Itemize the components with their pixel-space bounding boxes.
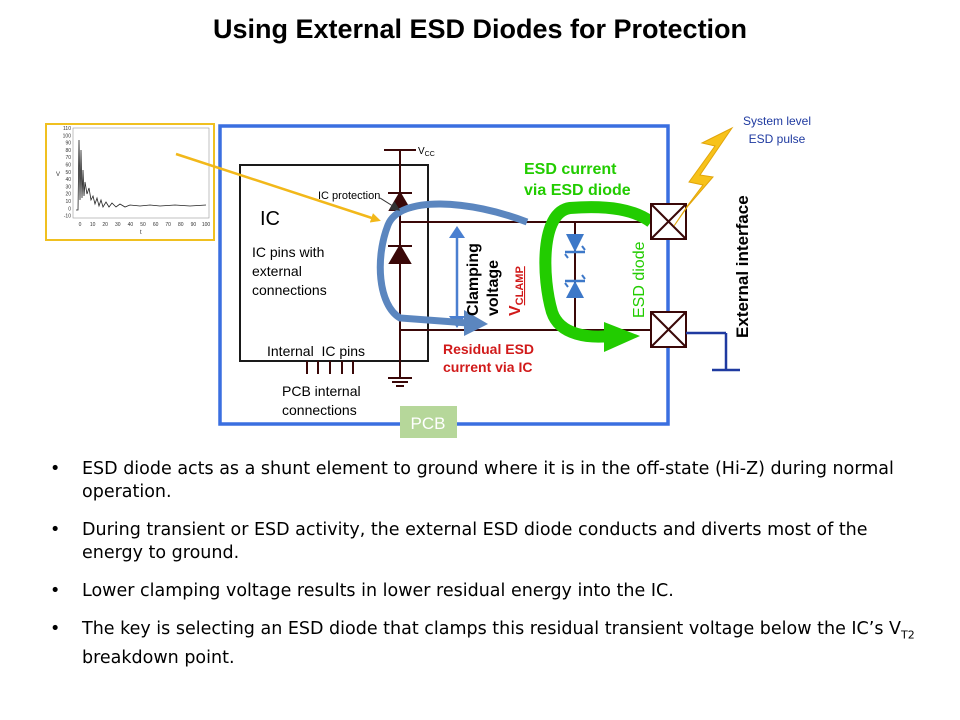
x-tick: 50	[140, 222, 146, 228]
x-tick: 60	[153, 222, 159, 228]
ic-pins-label-1: IC pins with	[252, 244, 324, 260]
y-tick: 20	[65, 192, 71, 198]
scope-inset: 110 100 90 80 70 60 50 40 30 20 10 0 -10…	[45, 123, 215, 241]
vclamp-subscript: CLAMP	[514, 266, 526, 305]
esd-current-green-arrow	[539, 201, 655, 343]
y-tick: 60	[65, 163, 71, 169]
bullet-text: During transient or ESD activity, the ex…	[82, 520, 868, 563]
lightning-bolt-icon	[673, 126, 734, 227]
bullet-item: • Lower clamping voltage results in lower…	[48, 580, 928, 603]
clamping-label-1: Clamping	[465, 243, 482, 316]
y-tick: 80	[65, 148, 71, 154]
bullet-dot-icon: •	[50, 520, 61, 540]
clamping-label-2: voltage	[485, 260, 502, 316]
esd-diode-label: ESD diode	[631, 241, 648, 318]
ic-protection-label: IC protection	[318, 190, 380, 202]
svg-text:VCLAMP: VCLAMP	[507, 266, 526, 316]
esd-current-arrow-head	[604, 322, 640, 352]
clamping-voltage-arrow	[449, 226, 465, 328]
y-tick: 100	[63, 133, 72, 139]
scope-x-label: t	[140, 230, 142, 236]
vcc-label: V	[418, 146, 425, 157]
y-tick: 10	[65, 199, 71, 205]
esd-current-label-1: ESD current	[524, 161, 617, 178]
bullet-text-pre: The key is selecting an ESD diode that c…	[82, 619, 901, 639]
residual-arrow-head	[464, 310, 488, 336]
bullet-text: ESD diode acts as a shunt element to gro…	[82, 459, 894, 502]
x-tick: 90	[191, 222, 197, 228]
bullet-list: • ESD diode acts as a shunt element to gr…	[48, 458, 928, 685]
y-tick: 30	[65, 184, 71, 190]
y-tick: 110	[63, 126, 71, 132]
residual-current-label-2: current via IC	[443, 359, 532, 375]
pcb-tag-label: PCB	[411, 414, 446, 433]
ic-pins-label-2: external	[252, 263, 302, 279]
x-tick: 20	[102, 222, 108, 228]
scope-pointer-arrow	[175, 152, 381, 223]
esd-pulse-label-1: System level	[743, 114, 811, 128]
ground-symbol	[388, 377, 412, 387]
ic-protection-pointer	[379, 197, 401, 211]
residual-current-loop-arrow	[376, 200, 529, 327]
ic-pins-label-3: connections	[252, 282, 327, 298]
pcb-tag-box	[400, 406, 457, 438]
bullet-item: • During transient or ESD activity, the e…	[48, 519, 928, 565]
residual-current-label-1: Residual ESD	[443, 341, 534, 357]
esd-current-label-2: via ESD diode	[524, 182, 631, 199]
vt2-subscript: T2	[901, 628, 915, 642]
scope-waveform	[76, 139, 207, 211]
external-ground	[686, 331, 740, 372]
y-tick: 0	[68, 206, 71, 212]
esd-pulse-label-2: ESD pulse	[749, 132, 806, 146]
x-tick: 0	[79, 222, 82, 228]
bullet-dot-icon: •	[50, 581, 61, 601]
esd-tvs-diode	[564, 234, 586, 298]
vclamp-label: V	[507, 305, 524, 316]
bullet-text: Lower clamping voltage results in lower …	[82, 581, 674, 601]
connector-pad-bottom	[650, 311, 687, 348]
y-tick: 70	[65, 155, 71, 161]
scope-y-label: V	[56, 172, 60, 178]
ic-label: IC	[260, 208, 280, 230]
internal-ic-pins-label: Internal IC pins	[267, 343, 365, 359]
connector-pad-top	[650, 203, 687, 240]
bullet-dot-icon: •	[50, 459, 61, 479]
pcb-internal-label-1: PCB internal	[282, 383, 361, 399]
scope-x-ticks: 0 10 20 30 40 50 60 70 80 90 100	[79, 222, 211, 228]
bullet-dot-icon: •	[50, 619, 61, 639]
x-tick: 80	[178, 222, 184, 228]
external-interface-label: External interface	[733, 195, 752, 338]
bullet-text-post: breakdown point.	[82, 647, 235, 668]
pcb-internal-label-2: connections	[282, 402, 357, 418]
bullet-item: • The key is selecting an ESD diode that …	[48, 618, 928, 670]
x-tick: 100	[202, 222, 211, 228]
x-tick: 40	[128, 222, 134, 228]
x-tick: 30	[115, 222, 121, 228]
y-tick: -10	[64, 214, 71, 220]
x-tick: 70	[165, 222, 171, 228]
y-tick: 90	[65, 141, 71, 147]
y-tick: 40	[65, 177, 71, 183]
scope-y-ticks: 110 100 90 80 70 60 50 40 30 20 10 0 -10	[63, 126, 72, 220]
slide-title: Using External ESD Diodes for Protection	[212, 14, 748, 44]
y-tick: 50	[65, 170, 71, 176]
svg-text:VCC: VCC	[418, 146, 435, 158]
x-tick: 10	[90, 222, 96, 228]
vcc-subscript: CC	[425, 151, 435, 158]
bullet-item: • ESD diode acts as a shunt element to gr…	[48, 458, 928, 504]
